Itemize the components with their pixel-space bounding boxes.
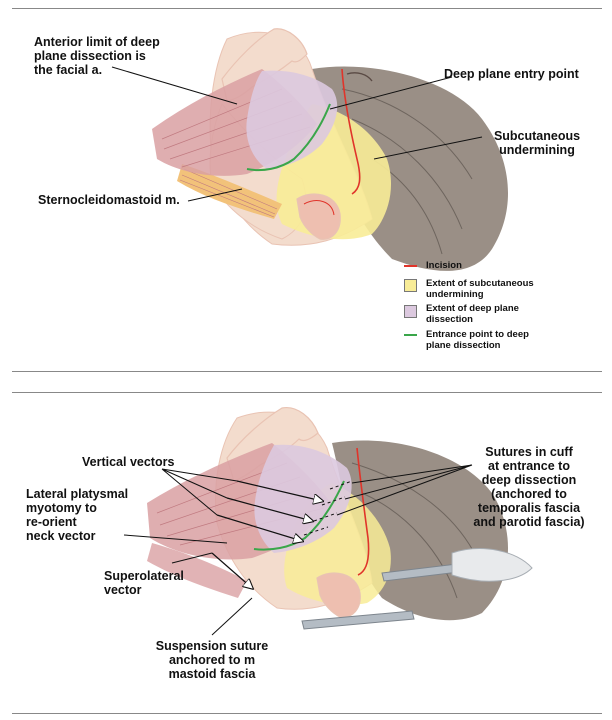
legend-subcutaneous-label: Extent of subcutaneous undermining (426, 278, 534, 300)
top-eye (346, 72, 373, 82)
legend-incision-label: Incision (426, 260, 462, 271)
legend-deep-plane-swatch (404, 305, 417, 318)
label-subcutaneous: Subcutaneous undermining (493, 129, 581, 157)
top-hair (312, 66, 509, 271)
label-superolateral: Superolateral vector (104, 569, 184, 597)
top-ear-helix (303, 200, 335, 216)
leader-entry-point (329, 76, 453, 110)
leader-vertical-vectors (161, 468, 238, 516)
arrow-vertical-1 (236, 480, 322, 501)
label-vertical-vectors: Vertical vectors (82, 455, 175, 469)
top-entrance-line (246, 103, 331, 172)
leader-sutures (336, 464, 473, 516)
suture-marks (303, 480, 353, 536)
leader-lateral-platysmal (123, 534, 228, 544)
bottom-incision-line (356, 447, 370, 576)
leader-sternocleidomastoid (187, 188, 243, 202)
bottom-face-illustration (123, 406, 533, 636)
top-illustration-panel: Anterior limit of deep plane dissection … (12, 8, 602, 372)
top-face-illustration (111, 28, 509, 271)
legend-entrance-label: Entrance point to deep plane dissection (426, 329, 529, 351)
vector-arrows (211, 480, 322, 588)
label-sutures: Sutures in cuff at entrance to deep diss… (473, 445, 585, 529)
bottom-platysma-fibers (156, 462, 325, 546)
top-scm-fibers (179, 168, 278, 218)
instrument-drape (451, 548, 533, 582)
legend-subcutaneous-swatch (404, 279, 417, 292)
top-incision-line (341, 68, 361, 195)
arrow-superolateral (211, 552, 252, 588)
arrow-vertical-3 (216, 514, 302, 541)
leader-subcutaneous (373, 136, 483, 160)
label-lateral-platysmal: Lateral platysmal myotomy to re-orient n… (26, 487, 129, 543)
bottom-ear (316, 572, 361, 618)
leader-anterior-limit (111, 66, 238, 105)
leader-superolateral (171, 552, 213, 564)
legend-entrance-swatch (404, 334, 417, 336)
bottom-deep-plane-region (254, 444, 352, 553)
legend-deep-plane-label: Extent of deep plane dissection (426, 303, 519, 325)
instrument-forceps-lower (301, 610, 415, 630)
top-deep-plane-region (246, 70, 338, 169)
label-sternocleidomastoid: Sternocleidomastoid m. (38, 193, 180, 207)
arrow-vertical-2 (226, 497, 312, 521)
top-platysma-fibers (161, 88, 311, 168)
bottom-neck-muscle (147, 543, 247, 598)
legend-incision-swatch (404, 265, 417, 267)
bottom-hair-strands (351, 462, 478, 599)
label-entry-point: Deep plane entry point (444, 67, 579, 81)
leader-suspension (211, 597, 253, 636)
label-suspension: Suspension suture anchored to m mastoid … (155, 639, 269, 681)
bottom-illustration-panel: Vertical vectors Lateral platysmal myoto… (12, 392, 602, 714)
label-anterior-limit: Anterior limit of deep plane dissection … (34, 35, 160, 77)
